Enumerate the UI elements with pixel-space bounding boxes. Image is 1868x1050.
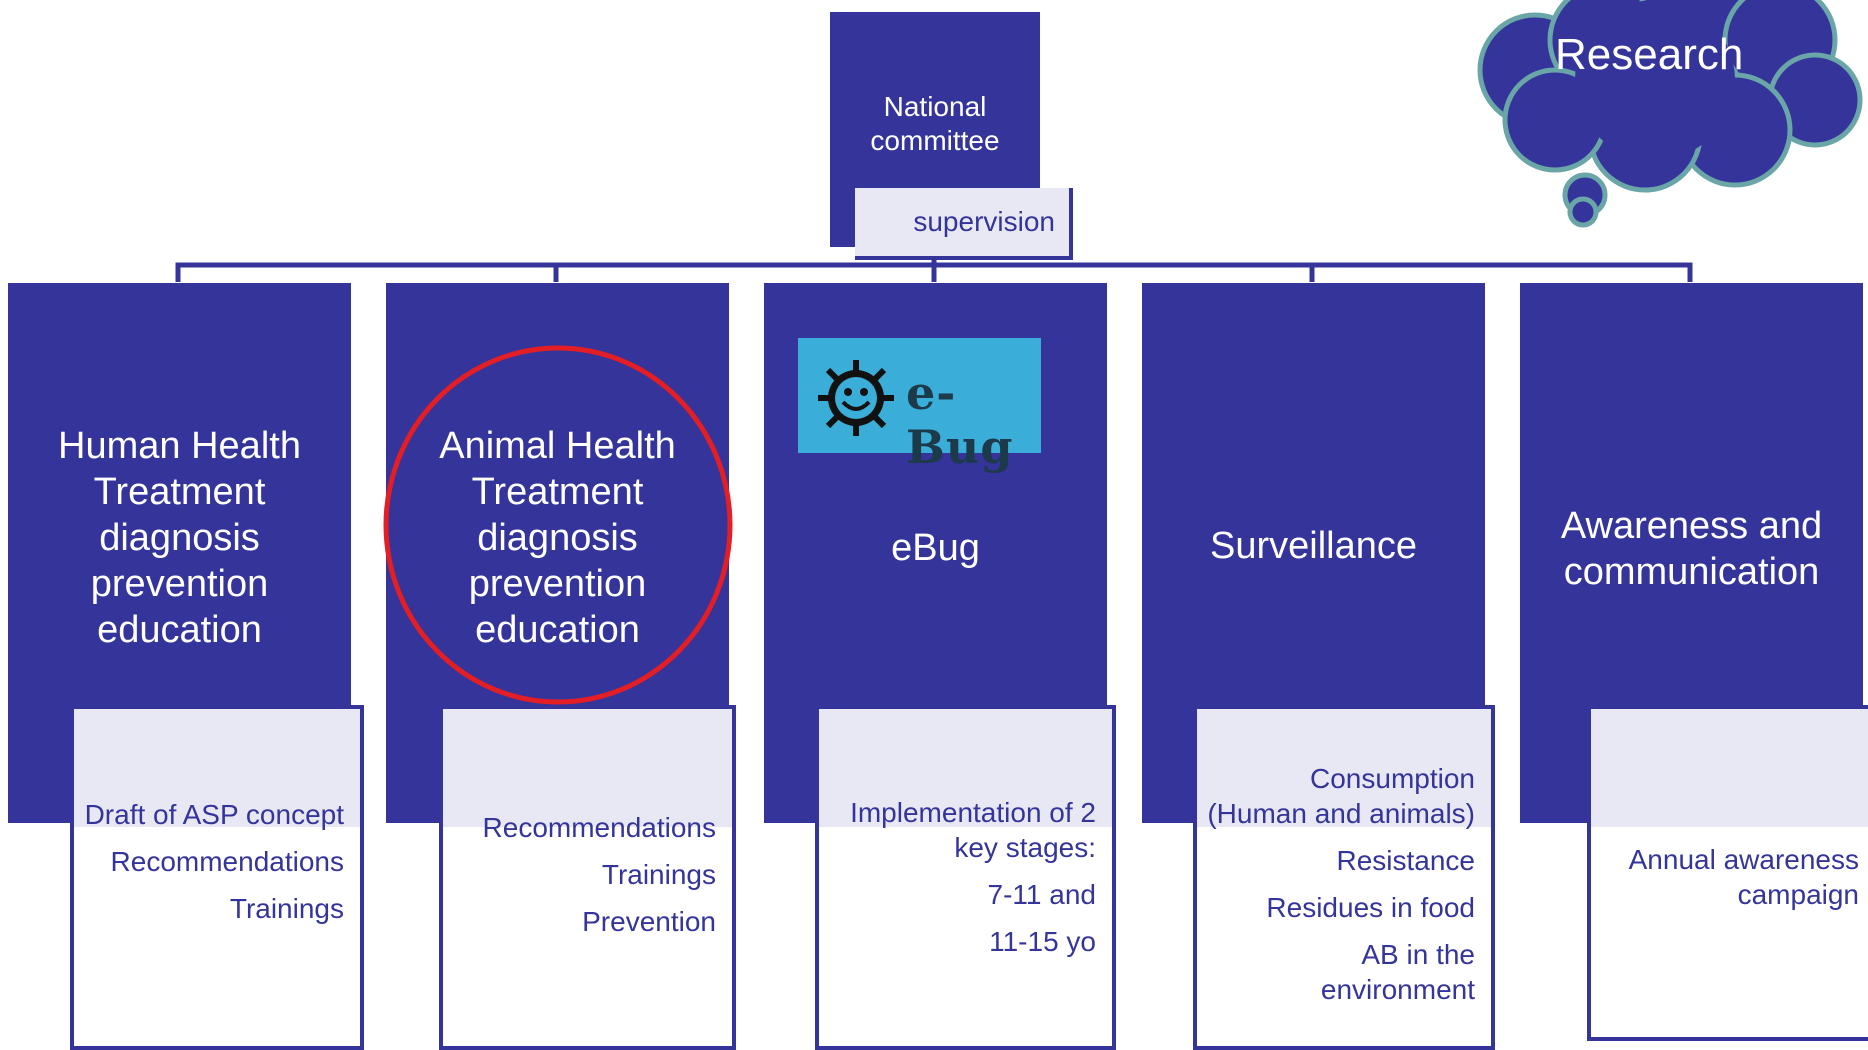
- ebug-logo-text: e-Bug: [906, 366, 1014, 474]
- national-committee-label: National committee: [870, 91, 1000, 156]
- details-shade: [74, 709, 360, 827]
- ebug-logo: e-Bug: [798, 338, 1041, 474]
- research-label: Research: [1555, 30, 1744, 79]
- awareness-label: Awareness and communication: [1560, 505, 1823, 593]
- detail-item: Recommendations: [482, 812, 716, 843]
- detail-item: 11-15 yo: [989, 926, 1096, 957]
- detail-item: Prevention: [582, 906, 716, 937]
- detail-item: Annual awareness campaign: [1628, 844, 1859, 910]
- human-health-label: Human Health Treatment diagnosis prevent…: [58, 425, 301, 651]
- awareness-details: Annual awareness campaign: [1587, 705, 1868, 1041]
- detail-item: Trainings: [229, 893, 344, 924]
- ebug-details: Implementation of 2 key stages: 7-11 and…: [815, 705, 1116, 1050]
- animal-health-details: Recommendations Trainings Prevention: [439, 705, 736, 1050]
- surveillance-details: Consumption (Human and animals) Resistan…: [1193, 705, 1495, 1050]
- thought-cloud-icon: [1477, 0, 1863, 228]
- highlight-circle: [383, 345, 733, 705]
- detail-item: Draft of ASP concept: [84, 799, 344, 830]
- detail-item: Recommendations: [110, 846, 344, 877]
- details-shade: [819, 709, 1112, 827]
- human-health-details: Draft of ASP concept Recommendations Tra…: [70, 705, 364, 1050]
- detail-item: Trainings: [601, 859, 716, 890]
- detail-item: Consumption (Human and animals): [1207, 763, 1475, 829]
- ebug-label: eBug: [891, 527, 980, 569]
- supervision-label: supervision: [913, 206, 1055, 237]
- details-shade: [1197, 709, 1491, 827]
- details-shade: [443, 709, 732, 827]
- detail-item: AB in the environment: [1320, 939, 1475, 1005]
- detail-item: Implementation of 2 key stages:: [850, 797, 1096, 863]
- details-shade: [1591, 709, 1868, 827]
- detail-item: Resistance: [1336, 845, 1475, 876]
- national-committee-box: National committee: [830, 12, 1040, 247]
- sun-smiley-icon: [818, 360, 894, 436]
- detail-item: Residues in food: [1266, 892, 1475, 923]
- detail-item: 7-11 and: [987, 879, 1096, 910]
- animal-health-label: Animal Health Treatment diagnosis preven…: [439, 425, 676, 651]
- supervision-box: supervision: [855, 188, 1073, 260]
- surveillance-label: Surveillance: [1210, 525, 1417, 567]
